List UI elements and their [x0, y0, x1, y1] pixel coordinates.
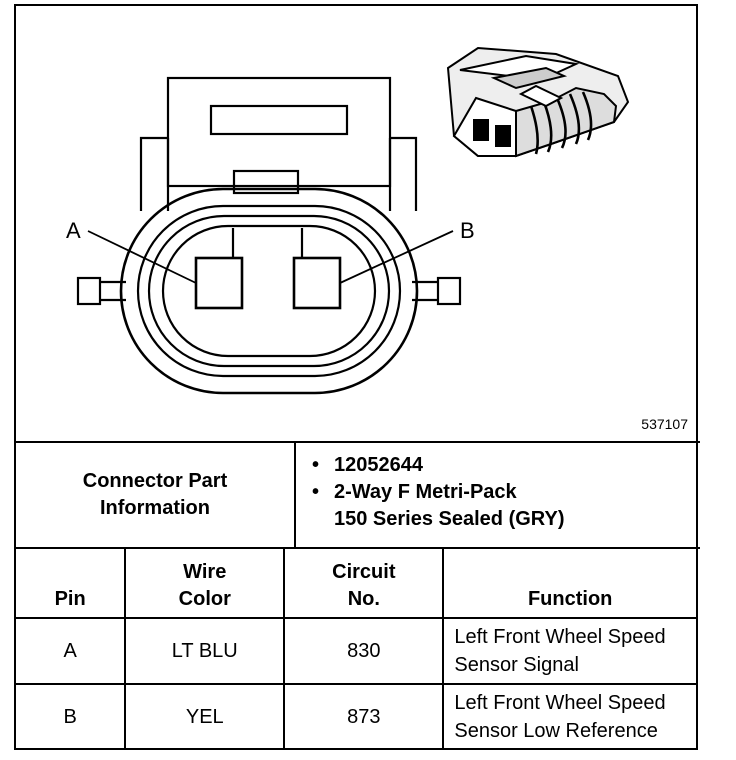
header-wire-color-line1: Wire	[183, 561, 227, 583]
outer-shell	[119, 187, 419, 395]
part-number: 12052644	[334, 454, 423, 476]
right-nub	[436, 276, 462, 306]
connector-face-view: A B 537107	[16, 6, 700, 443]
cell-function: Left Front Wheel Speed Sensor Signal	[442, 617, 696, 685]
function-line2: Sensor Signal	[454, 654, 579, 676]
table-row: A LT BLU 830 Left Front Wheel Speed Sens…	[16, 617, 696, 685]
table-header-row: Pin Wire Color Circuit No. Function	[16, 549, 696, 619]
connector-part-info-label: Connector Part Information	[16, 443, 296, 547]
cell-circuit: 830	[283, 617, 445, 685]
bullet-icon: •	[312, 454, 320, 476]
cavity-b	[292, 256, 342, 310]
bullet-icon: •	[312, 481, 320, 503]
header-pin: Pin	[16, 549, 127, 619]
left-nub	[76, 276, 102, 306]
function-line1: Left Front Wheel Speed	[454, 626, 666, 648]
header-circuit: Circuit No.	[283, 549, 445, 619]
cell-circuit: 873	[283, 683, 445, 749]
seal-ring-middle	[147, 214, 391, 368]
leader-a	[87, 230, 197, 284]
pinout-table: Pin Wire Color Circuit No. Function A LT…	[16, 549, 696, 749]
cavity-a	[194, 256, 244, 310]
connector-drawing	[76, 46, 630, 395]
seal-ring-inner	[161, 224, 377, 358]
function-line1: Left Front Wheel Speed	[454, 692, 666, 714]
info-label-line1: Connector Part	[82, 470, 228, 492]
part-description-line2: 150 Series Sealed (GRY)	[334, 508, 565, 530]
connector-diagram-sheet: A B 537107 Connector Part Information • 1…	[14, 4, 700, 750]
function-line2: Sensor Low Reference	[454, 720, 658, 742]
top-tab	[232, 169, 300, 195]
table-row: B YEL 873 Left Front Wheel Speed Sensor …	[16, 683, 696, 749]
connector-part-info: Connector Part Information • 12052644 • 2-…	[16, 443, 700, 549]
cell-wire-color: LT BLU	[124, 617, 286, 685]
header-circuit-line1: Circuit	[332, 561, 396, 583]
leader-b	[339, 230, 454, 284]
latch-window	[209, 104, 349, 136]
cell-function: Left Front Wheel Speed Sensor Low Refere…	[442, 683, 696, 749]
info-label-line2: Information	[100, 497, 210, 519]
header-wire-color-line2: Color	[178, 588, 231, 610]
header-wire-color: Wire Color	[124, 549, 286, 619]
connector-part-details: • 12052644 • 2-Way F Metri-Pack 150 Series…	[312, 452, 565, 533]
header-circuit-line2: No.	[347, 588, 380, 610]
pin-a-callout: A	[66, 218, 81, 243]
seal-ring-outer	[136, 204, 402, 378]
pin-b-callout: B	[460, 218, 475, 243]
header-function: Function	[442, 549, 696, 619]
right-shoulder	[390, 136, 418, 211]
cell-pin: A	[16, 617, 127, 685]
figure-number: 537107	[641, 416, 688, 432]
cell-pin: B	[16, 683, 127, 749]
left-shoulder	[139, 136, 168, 211]
part-description-line1: 2-Way F Metri-Pack	[334, 481, 517, 503]
latch-housing	[166, 76, 392, 188]
cell-wire-color: YEL	[124, 683, 286, 749]
connector-isometric-icon	[446, 46, 630, 158]
